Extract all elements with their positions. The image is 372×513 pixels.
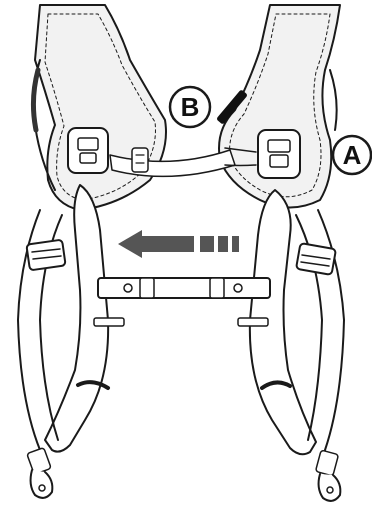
chest-strap (68, 128, 300, 178)
arrow-head (118, 230, 142, 258)
callout-a: A (333, 136, 371, 174)
sternum-strap (98, 278, 270, 298)
bottom-clips (27, 448, 341, 501)
callout-b-label: B (181, 92, 200, 122)
shoulder-straps (18, 185, 344, 454)
callout-a-label: A (343, 140, 362, 170)
direction-arrow (118, 230, 239, 258)
left-shoulder-pad (35, 5, 166, 210)
callout-b: B (170, 87, 210, 127)
right-buckle (258, 130, 300, 178)
arrow-shaft (142, 236, 194, 252)
